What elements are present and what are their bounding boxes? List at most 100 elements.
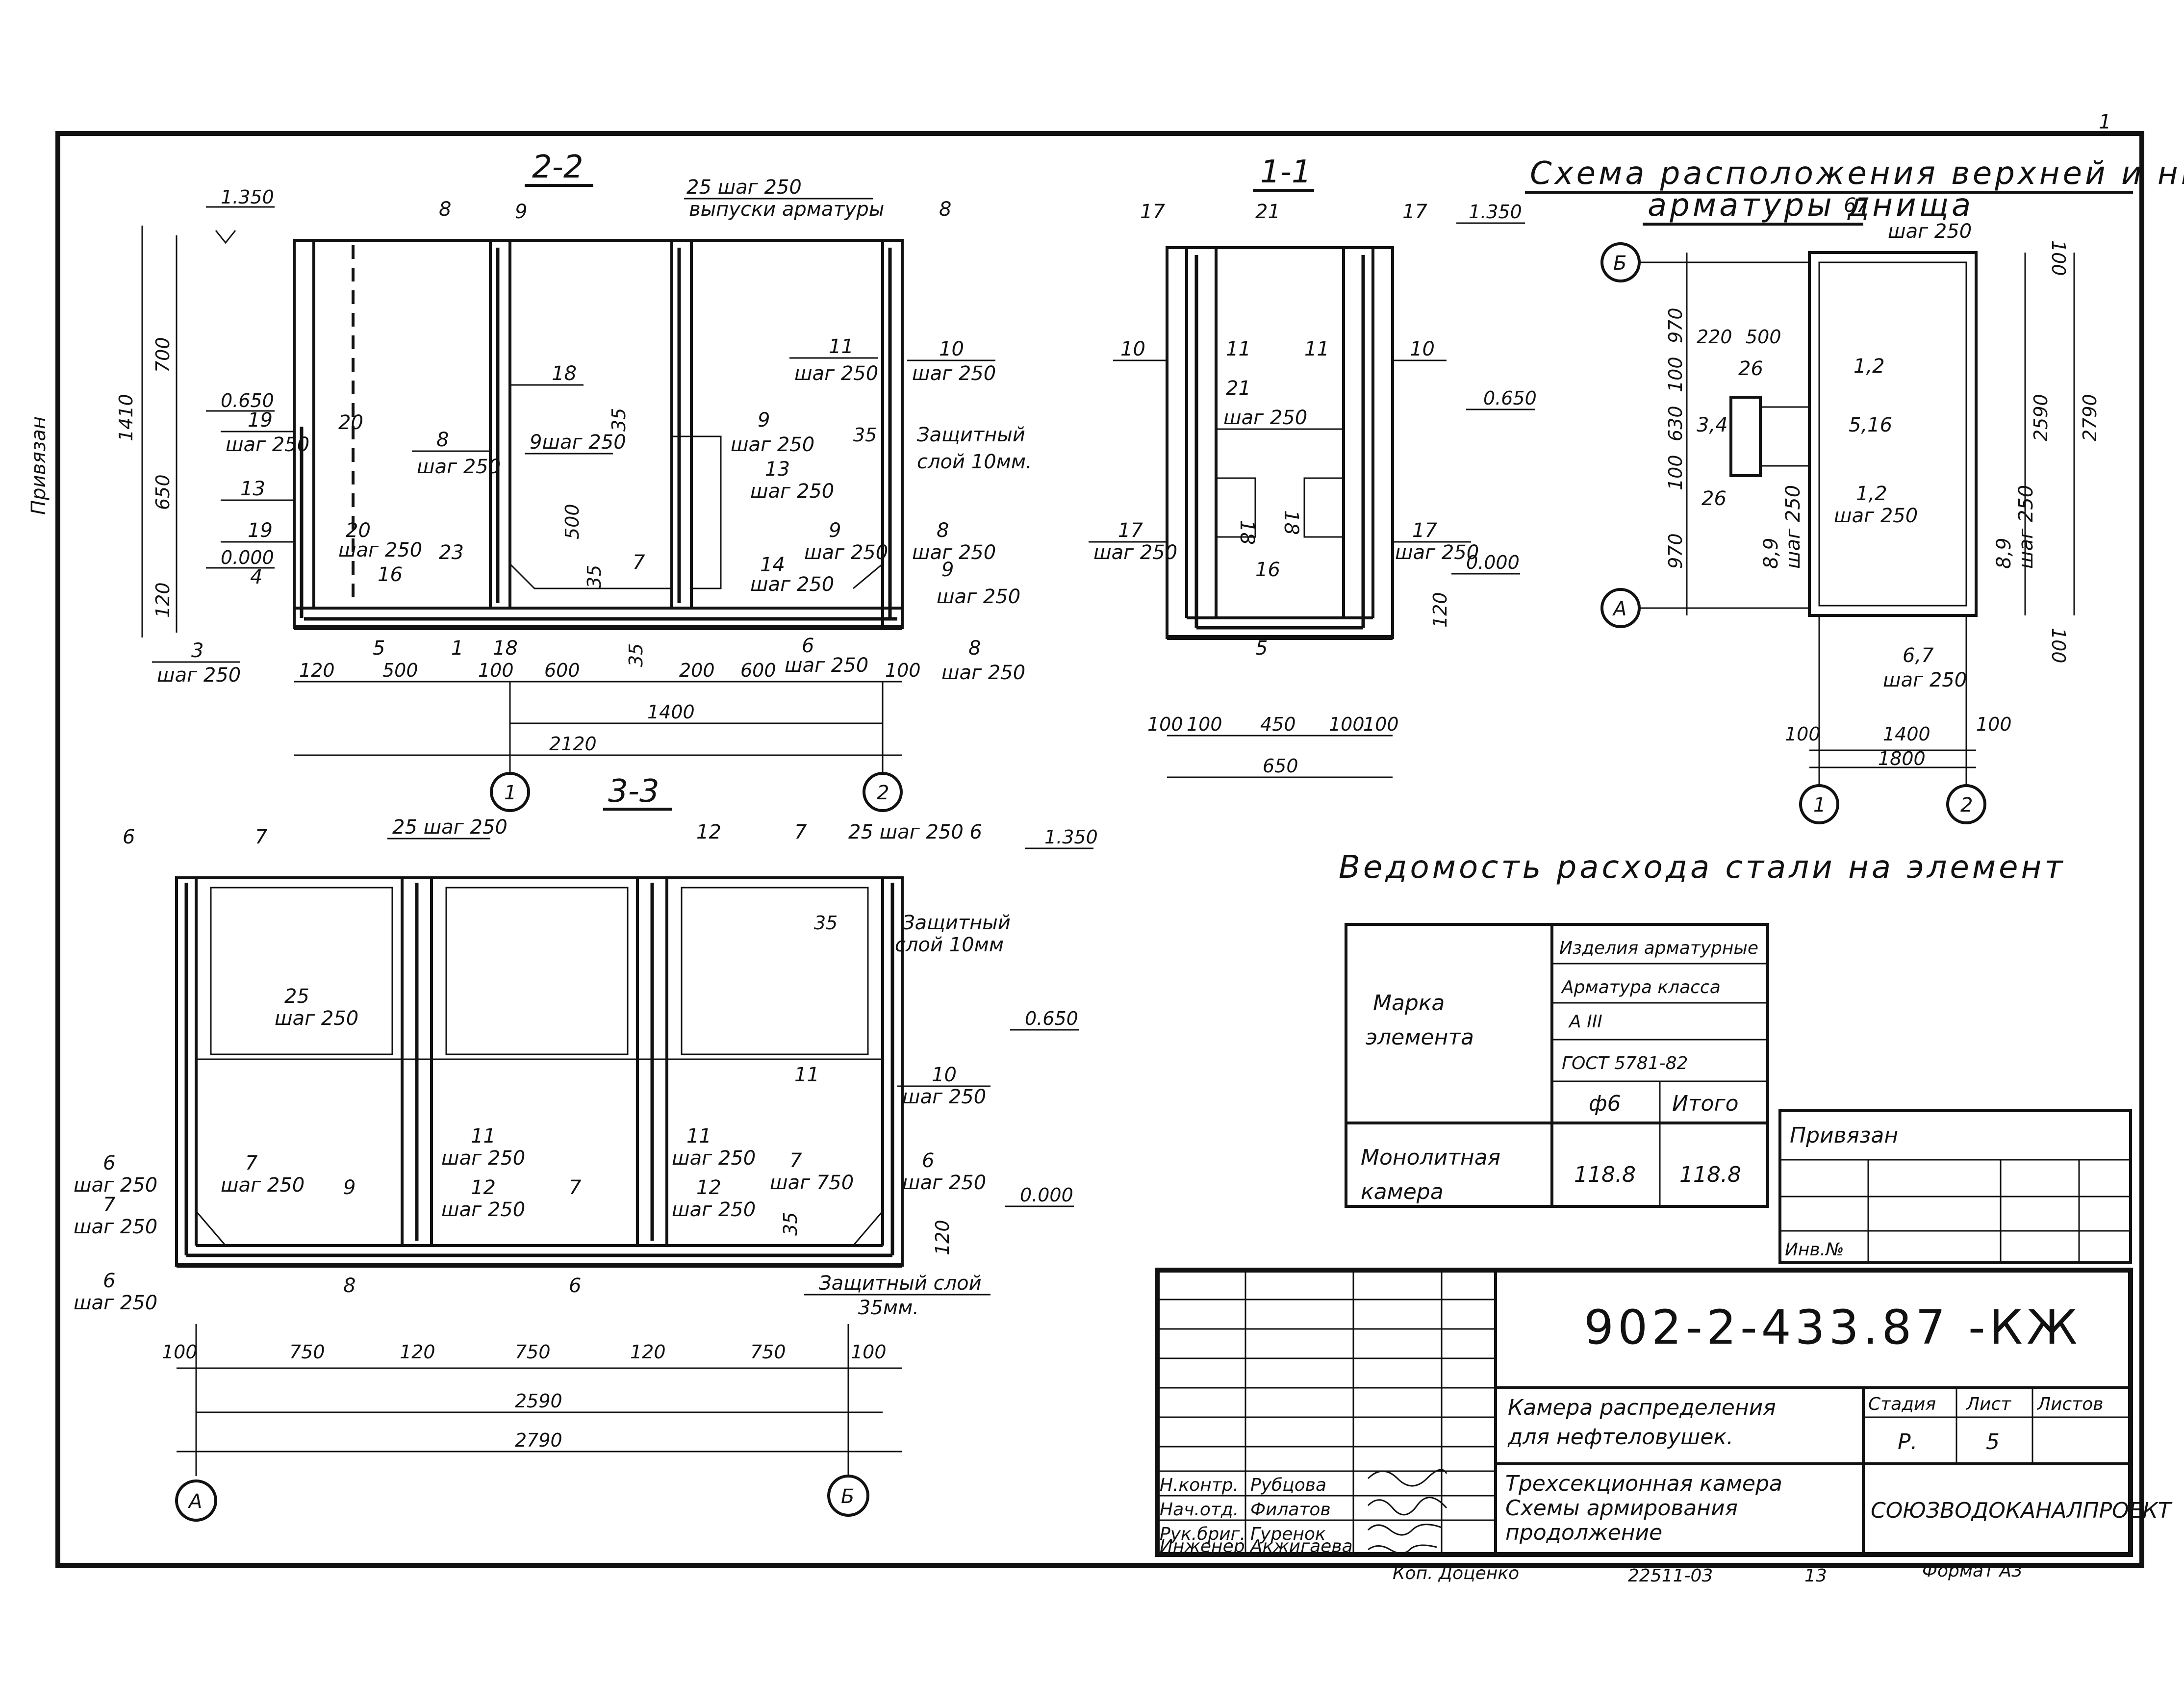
label-scheme-axis2: 2 (1960, 794, 1973, 816)
label-s11-b450: 450 (1260, 714, 1296, 735)
label-s22-b100a: 100 (478, 660, 514, 681)
bottom-slab-scheme: Схема расположения верхней и нижней арма… (1525, 155, 2184, 824)
label-s33-b100b: 100 (851, 1341, 887, 1363)
label-stamp-desc1: Трехсекционная камера (1505, 1471, 1782, 1496)
label-s33-axisB: Б (841, 1485, 854, 1508)
label-s11-m17c_step: шаг 250 (1093, 541, 1177, 564)
label-s22-m13_step: шаг 250 (750, 480, 834, 503)
label-s22-m18: 18 (552, 362, 577, 385)
label-scheme-d100b: 100 (1665, 357, 1686, 392)
label-scheme-d100a: 100 (2048, 240, 2069, 276)
label-scheme-m26a: 26 (1738, 357, 1763, 380)
label-s33-m11c_step: шаг 250 (672, 1147, 756, 1170)
label-scheme-axisA: А (1612, 598, 1626, 620)
label-scheme-step: шаг 250 (1888, 220, 1972, 243)
label-steel-h6: Итого (1672, 1091, 1739, 1116)
label-stamp-sheets_h: Листов (2036, 1394, 2103, 1414)
label-s22-m14_step: шаг 250 (750, 573, 834, 596)
label-s22-d650: 650 (152, 474, 174, 510)
label-scheme-b1800: 1800 (1878, 748, 1926, 769)
label-s33-el1350: 1.350 (1044, 826, 1098, 848)
label-s11-d120: 120 (1429, 592, 1451, 628)
label-s22-m10_step: шаг 250 (912, 362, 996, 385)
label-s11-b100c: 100 (1329, 714, 1365, 735)
label-s22-d120: 120 (152, 582, 174, 618)
label-s33-m11b: 11 (471, 1125, 496, 1148)
label-s33-prot3: Защитный слой (819, 1272, 982, 1295)
label-s11-m21a: 21 (1255, 201, 1280, 223)
label-stamp-r3a: Рук.бриг. (1160, 1524, 1245, 1544)
drawing-code: 902-2-433.87 -КЖ (1584, 1300, 2081, 1355)
label-scheme-d100c: 100 (1665, 455, 1686, 490)
label-s22-m8d: 8 (937, 519, 949, 542)
label-s22-m18b: 18 (493, 637, 518, 660)
label-s22-m8c: 8 (436, 429, 449, 451)
label-s33-m11a: 11 (794, 1064, 819, 1086)
label-s22-m25: 25 шаг 250 (686, 176, 802, 199)
label-s22-m19b: 19 (248, 519, 273, 542)
label-s11-m21b_step: шаг 250 (1223, 407, 1307, 429)
label-scheme-axisB: Б (1613, 252, 1626, 275)
label-stamp-name1: Камера распределения (1508, 1395, 1776, 1420)
label-s33-m6c: 6 (922, 1149, 934, 1172)
label-s22-b2120: 2120 (549, 733, 597, 755)
scheme-title-1: Схема расположения верхней и нижней (1530, 155, 2184, 192)
label-s33-m6b_step: шаг 250 (74, 1174, 157, 1197)
label-s33-m7d: 7 (789, 1149, 802, 1172)
label-scheme-m12b_step: шаг 250 (1834, 505, 1918, 527)
label-s33-m8: 8 (343, 1275, 356, 1297)
label-s11-b100b: 100 (1187, 714, 1222, 735)
label-s22-m13: 13 (765, 458, 790, 481)
label-s33-m35b: 35 (780, 1212, 801, 1236)
organization-name: СОЮЗВОДОКАНАЛПРОЕКТ (1871, 1498, 2173, 1523)
label-stamp-desc2: Схемы армирования (1505, 1496, 1738, 1521)
label-steel-v2: 118.8 (1679, 1162, 1741, 1187)
label-s22-m9a: 9 (515, 201, 527, 223)
label-s11-b100a: 100 (1147, 714, 1183, 735)
label-scheme-num: 67 (1844, 194, 1869, 217)
label-scheme-b100b: 100 (1976, 714, 2012, 735)
label-s22-d35h: 35 (625, 643, 647, 667)
label-s22-m14: 14 (760, 554, 785, 576)
label-s22-axis1: 1 (504, 782, 516, 804)
label-steel-row1a: Монолитная (1361, 1145, 1500, 1170)
label-steel-row1b: камера (1361, 1179, 1444, 1204)
label-s33-m7c: 7 (245, 1152, 258, 1174)
label-s22-m9step: 9шаг 250 (530, 431, 626, 454)
label-steel-h1: Изделия арматурные (1559, 938, 1758, 958)
label-s22-m11_step: шаг 250 (794, 362, 878, 385)
label-s22-m9c_step: шаг 250 (804, 541, 888, 564)
label-s22-prot2: слой 10мм. (917, 451, 1032, 473)
label-scheme-d970b: 970 (1665, 533, 1686, 569)
label-s33-m11c: 11 (686, 1125, 711, 1148)
signature-3 (1367, 1524, 1442, 1536)
label-s33-m25a: 25 шаг 250 (392, 816, 508, 839)
label-s11-m5: 5 (1255, 637, 1268, 660)
label-s11-m18a: 18 (1236, 520, 1258, 545)
label-s11-m10a: 10 (1120, 338, 1145, 360)
sheet-frame (55, 131, 2144, 1568)
label-s22-m11: 11 (829, 335, 854, 358)
label-s22-m4: 4 (250, 566, 262, 588)
label-stamp-stage: Р. (1898, 1429, 1918, 1454)
label-stamp-r2a: Нач.отд. (1160, 1500, 1239, 1520)
label-s22-m9c: 9 (829, 519, 841, 542)
label-s33-m35a: 35 (814, 912, 838, 934)
label-s33-m25c: 25 (284, 985, 309, 1008)
label-stamp-inv: Инв.№ (1785, 1240, 1844, 1260)
label-s33-m12b: 12 (471, 1176, 496, 1199)
label-scheme-d500: 500 (1746, 326, 1781, 348)
label-scheme-d2790: 2790 (2079, 394, 2101, 441)
label-s22-m10: 10 (939, 338, 964, 360)
label-s22-m9d_step: шаг 250 (937, 586, 1020, 608)
label-s33-m7c_step: шаг 250 (221, 1174, 305, 1197)
label-s11-m17b: 17 (1402, 201, 1427, 223)
steel-consumption-table: Ведомость расхода стали на элемент Марка… (1339, 849, 2063, 1208)
label-s11-m17d_step: шаг 250 (1395, 541, 1479, 564)
label-s22-d35v: 35 (584, 565, 605, 588)
label-s33-prot4: 35мм. (858, 1297, 919, 1319)
label-s33-m7e: 7 (103, 1194, 116, 1216)
section-2-2-title: 2-2 (532, 149, 584, 185)
privyazan-label: Привязан (1790, 1123, 1898, 1148)
